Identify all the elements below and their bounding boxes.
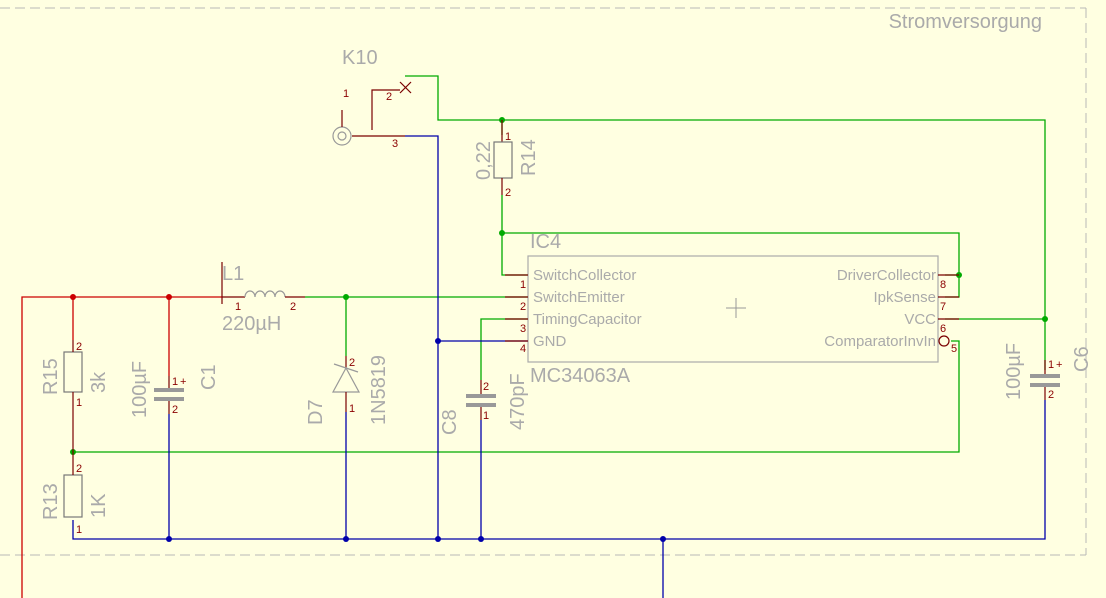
svg-text:2: 2 [290, 301, 296, 313]
capacitor-c1[interactable]: 1 + 2 C1 100µF [129, 361, 220, 418]
svg-text:2: 2 [349, 357, 355, 369]
svg-text:2: 2 [76, 341, 82, 353]
svg-text:2: 2 [1048, 389, 1054, 401]
svg-text:4: 4 [520, 343, 526, 355]
svg-text:3: 3 [392, 138, 398, 150]
svg-text:1: 1 [235, 301, 241, 313]
sheet-frame [0, 7, 1087, 556]
svg-text:1: 1 [520, 279, 526, 291]
pin-vcc: VCC [904, 311, 936, 328]
svg-text:2: 2 [76, 463, 82, 475]
r13-value: 1K [88, 493, 110, 518]
svg-text:2: 2 [520, 301, 526, 313]
c1-ref: C1 [198, 364, 220, 390]
r14-value: 0,22 [473, 141, 495, 180]
pin-drivercollector: DriverCollector [837, 267, 936, 284]
svg-text:+: + [1056, 359, 1062, 371]
svg-text:+: + [180, 376, 186, 388]
resistor-r15[interactable]: 2 1 R15 3k [40, 340, 110, 452]
pin-timingcapacitor: TimingCapacitor [533, 311, 642, 328]
svg-text:1: 1 [505, 131, 511, 143]
svg-text:1: 1 [76, 397, 82, 409]
svg-text:1: 1 [343, 88, 349, 100]
svg-text:1: 1 [349, 403, 355, 415]
svg-text:1: 1 [1048, 359, 1054, 371]
c6-value: 100µF [1003, 343, 1025, 400]
pin-comparatorinvin: ComparatorInvIn [824, 333, 936, 350]
svg-text:1: 1 [483, 410, 489, 422]
l1-value: 220µH [222, 313, 281, 335]
pin-ipksense: IpkSense [873, 289, 936, 306]
c8-ref: C8 [439, 409, 461, 435]
svg-text:3: 3 [520, 323, 526, 335]
svg-text:2: 2 [386, 91, 392, 103]
net-blue[interactable] [72, 135, 1046, 598]
k10-ref: K10 [342, 47, 378, 69]
sheet-title: Stromversorgung [889, 11, 1042, 33]
c1-value: 100µF [129, 361, 151, 418]
svg-text:5: 5 [951, 343, 957, 355]
r14-ref: R14 [518, 139, 540, 176]
pin-gnd: GND [533, 333, 567, 350]
resistor-r14[interactable]: 1 2 R14 0,22 [473, 120, 540, 199]
inductor-l1[interactable]: L1 220µH 1 2 [221, 262, 305, 335]
capacitor-c8[interactable]: 2 1 C8 470pF [439, 373, 529, 435]
svg-text:8: 8 [940, 279, 946, 291]
r15-ref: R15 [40, 358, 62, 395]
diode-d7[interactable]: 2 1 D7 1N5819 [305, 355, 390, 425]
svg-text:1: 1 [172, 376, 178, 388]
d7-value: 1N5819 [368, 355, 390, 425]
svg-text:2: 2 [172, 404, 178, 416]
resistor-r13[interactable]: 2 1 R13 1K [40, 452, 110, 536]
d7-ref: D7 [305, 399, 327, 425]
k10-jack[interactable]: K10 1 2 3 [332, 47, 412, 150]
svg-text:2: 2 [505, 187, 511, 199]
l1-ref: L1 [222, 263, 244, 285]
ic4-chip[interactable]: IC4 MC34063A 1 2 3 4 SwitchCollector Swi… [505, 231, 959, 387]
ic4-ref: IC4 [530, 231, 561, 253]
svg-text:6: 6 [940, 323, 946, 335]
svg-text:1: 1 [76, 524, 82, 536]
svg-text:2: 2 [483, 381, 489, 393]
r15-value: 3k [88, 371, 110, 393]
pin-switchcollector: SwitchCollector [533, 267, 636, 284]
capacitor-c6[interactable]: 1 + 2 C6 100µF [1003, 343, 1093, 401]
svg-text:7: 7 [940, 301, 946, 313]
r13-ref: R13 [40, 483, 62, 520]
ic4-value: MC34063A [530, 365, 631, 387]
net-red[interactable] [21, 296, 222, 598]
c6-ref: C6 [1071, 346, 1093, 372]
c8-value: 470pF [507, 373, 529, 430]
pin-switchemitter: SwitchEmitter [533, 289, 625, 306]
